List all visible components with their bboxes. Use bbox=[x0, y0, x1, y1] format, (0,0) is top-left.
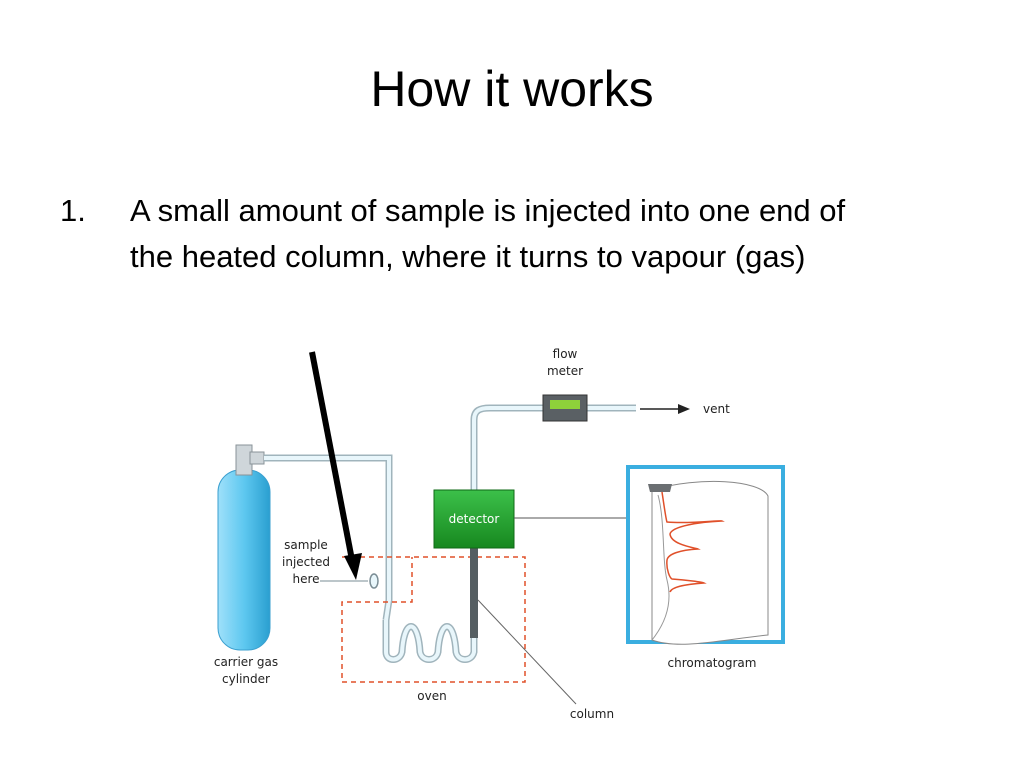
carrier-gas-cylinder bbox=[217, 444, 271, 651]
flow-meter-label-line1: flow bbox=[553, 347, 578, 361]
oven-box bbox=[341, 556, 526, 683]
column-coil bbox=[382, 560, 478, 663]
carrier-label-line2: cylinder bbox=[222, 672, 270, 686]
column-leader-line bbox=[477, 599, 577, 705]
sample-label-line2: injected bbox=[282, 555, 330, 569]
vent-arrow bbox=[640, 404, 690, 414]
column-segment bbox=[470, 548, 478, 638]
detector-label: detector bbox=[449, 512, 500, 526]
flow-meter-label-line2: meter bbox=[547, 364, 583, 378]
bullet-text: A small amount of sample is injected int… bbox=[130, 193, 846, 274]
injection-port bbox=[320, 573, 379, 589]
chart-recorder bbox=[626, 465, 785, 645]
chromatogram-label: chromatogram bbox=[668, 656, 757, 670]
sample-label-line3: here bbox=[292, 572, 319, 586]
column-label: column bbox=[570, 707, 614, 721]
bullet-number: 1. bbox=[60, 193, 86, 228]
sample-label-line1: sample bbox=[284, 538, 328, 552]
detector: detector bbox=[433, 489, 515, 549]
flow-meter bbox=[542, 394, 588, 422]
vent-label: vent bbox=[703, 402, 730, 416]
carrier-label-line1: carrier gas bbox=[214, 655, 278, 669]
carrier-gas-tubing bbox=[264, 454, 393, 621]
slide-title: How it works bbox=[370, 61, 654, 117]
chromatogram-trace bbox=[661, 491, 723, 593]
oven-label: oven bbox=[417, 689, 446, 703]
pointer-arrow bbox=[309, 351, 362, 580]
